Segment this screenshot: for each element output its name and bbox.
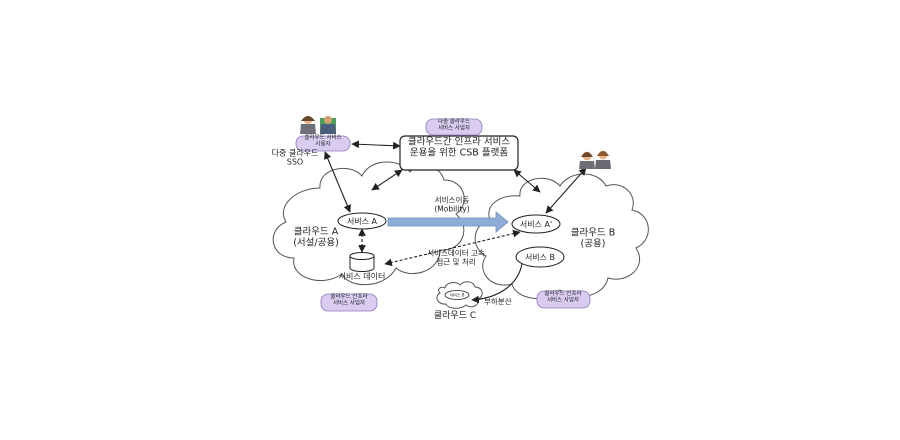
text-line: 서비스 B: [525, 253, 555, 262]
data-to-service-a-prime-line: [384, 229, 521, 267]
csb-to-cloud-a-line: [371, 169, 403, 191]
service-a-node: 서비스 A: [337, 212, 387, 230]
text-line: 부하분산: [484, 296, 512, 306]
user-to-csb-line: [351, 140, 401, 150]
mobility-label: 서비스이동(Mobility): [434, 195, 469, 214]
database-icon: [349, 252, 375, 272]
service-a-prime-to-users-line: [545, 167, 587, 214]
text-line: 클라우드 B: [571, 228, 616, 239]
text-line: (서설/공용): [293, 238, 339, 249]
text-line: 다중 클라우드: [438, 117, 470, 125]
service-a-prime-node: 서비스 A': [511, 214, 561, 234]
user-pair-icon: [579, 150, 611, 169]
text-line: 서비스데이터 고속: [427, 248, 485, 258]
service-data-label: 서비스 데이터: [339, 271, 386, 281]
text-line: 클라우드간 인프라 서비스: [408, 137, 510, 148]
cloud-c-label: 클라우드 C: [434, 310, 476, 321]
text-line: 사용자: [315, 139, 330, 147]
text-line: 서비스 B: [449, 292, 464, 298]
text-line: 클라우드 A: [294, 227, 339, 238]
load-balance-label: 부하분산: [484, 296, 512, 306]
service-a-prime-label: 서비스 A': [520, 220, 552, 229]
cloud-b-shape: [474, 173, 649, 300]
text-line: (Mobility): [434, 205, 469, 214]
service-b-small-label: 서비스 B: [449, 292, 464, 298]
service-b-label: 서비스 B: [525, 253, 555, 262]
load-balance-line: [471, 263, 523, 304]
cloud-a-label: 클라우드 A(서설/공용): [293, 227, 339, 249]
text-line: 서비스 사업자: [333, 298, 365, 306]
text-line: 접근 및 처리: [436, 257, 475, 267]
text-line: 서비스 사업자: [438, 123, 470, 131]
text-line: 클라우드 서비스: [304, 133, 341, 141]
service-a-label: 서비스 A: [347, 217, 378, 226]
text-line: 서비스 사업자: [547, 295, 579, 303]
text-line: SSO: [287, 158, 303, 167]
user-group-icon: [300, 115, 336, 134]
text-line: 운용을 위한 CSB 플랫폼: [410, 147, 508, 159]
text-line: 클라우드 인프라: [330, 292, 367, 300]
service-b-node: 서비스 B: [515, 246, 565, 268]
service-b-small-node: 서비스 B: [444, 290, 470, 300]
csb-to-cloud-b-line: [513, 169, 541, 193]
text-line: 서비스 데이터: [339, 271, 386, 281]
text-line: 다중 클라우드: [272, 149, 319, 158]
mobility-arrow: [387, 211, 509, 233]
text-line: 클라우드 C: [434, 310, 476, 321]
text-line: 서비스 A': [520, 220, 552, 229]
cloud-b-label: 클라우드 B(공용): [571, 228, 616, 250]
connectors: [324, 140, 587, 304]
text-line: 클라우드 인프라: [544, 289, 581, 297]
text-line: 서비스 A: [347, 217, 378, 226]
user-to-service-a-line: [324, 151, 351, 213]
text-line: 서비스이동: [435, 195, 470, 205]
text-line: (공용): [581, 239, 606, 250]
